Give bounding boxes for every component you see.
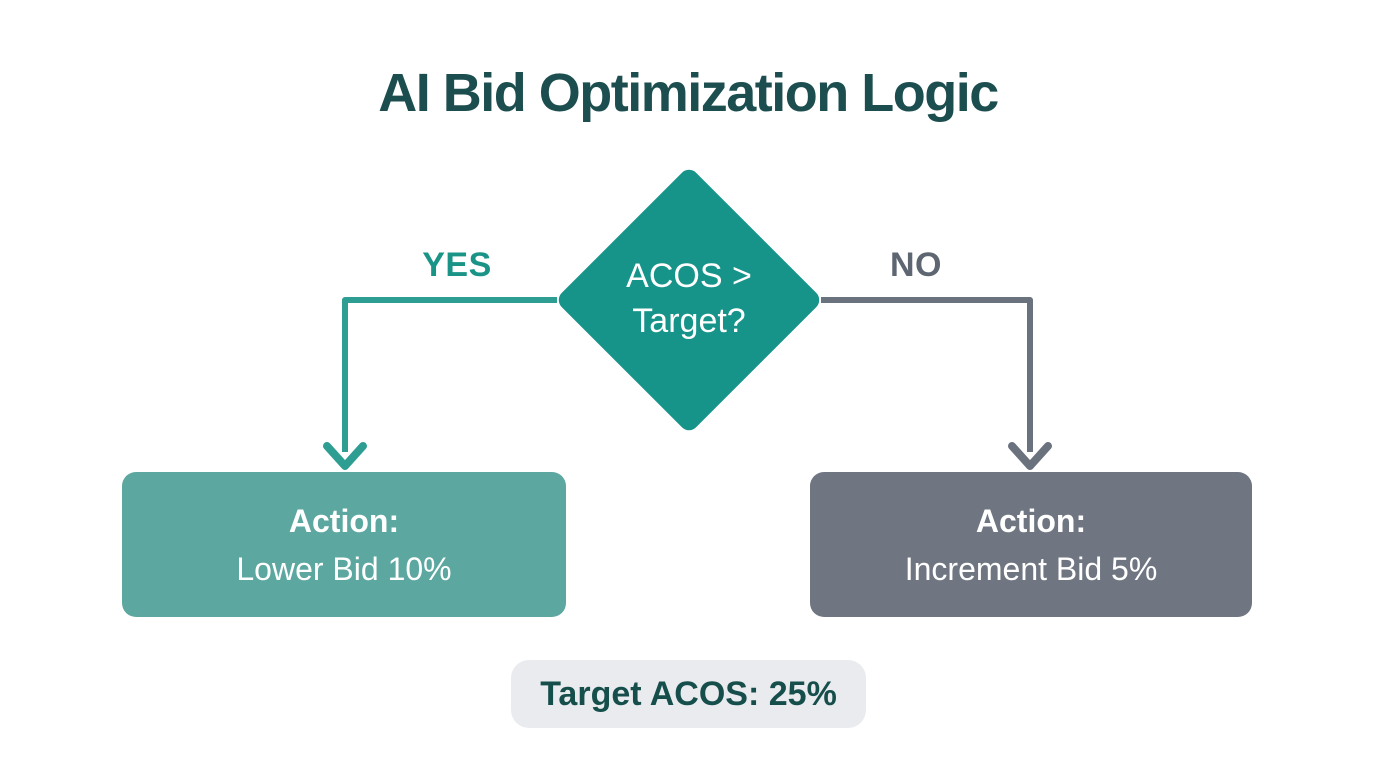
decision-question-line1: ACOS >: [626, 257, 752, 295]
target-acos-badge: Target ACOS: 25%: [511, 660, 866, 728]
no-action-title: Action:: [975, 502, 1087, 539]
yes-action-box: Action: Lower Bid 10%: [122, 472, 566, 617]
no-connector-line: [821, 297, 1033, 452]
no-action-box: Action: Increment Bid 5%: [810, 472, 1252, 617]
no-arrowhead-icon: [1008, 442, 1052, 470]
page-title: AI Bid Optimization Logic: [378, 63, 999, 123]
yes-action-text: Lower Bid 10%: [236, 550, 452, 587]
decision-question: ACOS > Target?: [564, 254, 814, 344]
yes-action-title: Action:: [288, 502, 400, 539]
yes-arrowhead-icon: [323, 442, 367, 470]
decision-question-line2: Target?: [632, 302, 746, 340]
yes-connector-line: [342, 297, 557, 452]
no-action-text: Increment Bid 5%: [904, 550, 1158, 587]
yes-branch-label: YES: [422, 246, 492, 284]
no-branch-label: NO: [890, 246, 942, 284]
